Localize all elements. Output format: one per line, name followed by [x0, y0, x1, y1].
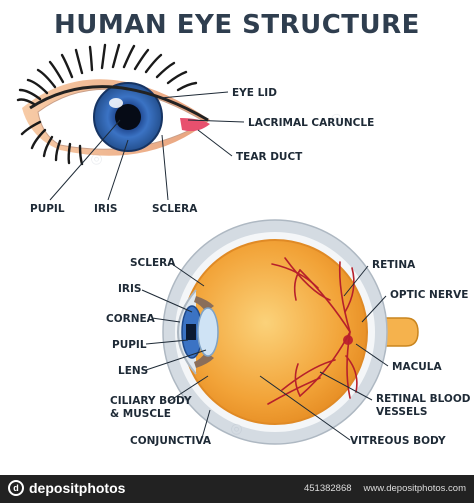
- label-eye-lid: EYE LID: [232, 87, 277, 99]
- label-vitreous-body: VITREOUS BODY: [350, 435, 446, 447]
- upper-lid-line: [29, 85, 209, 122]
- footer-logo[interactable]: d depositphotos: [8, 480, 125, 496]
- label-tear-duct: TEAR DUCT: [236, 151, 303, 163]
- site-url[interactable]: www.depositphotos.com: [363, 483, 466, 494]
- pupil-section-shape: [186, 324, 196, 340]
- label-retinal-2: VESSELS: [376, 406, 427, 418]
- eye-highlight: [109, 98, 123, 108]
- label-ciliary-1: CILIARY BODY: [110, 395, 192, 407]
- external-eye: [16, 43, 210, 166]
- tear-duct-shape: [180, 118, 210, 132]
- logo-icon: d: [8, 480, 24, 496]
- label-conjunctiva: CONJUNCTIVA: [130, 435, 212, 447]
- footer-meta: 451382868 www.depositphotos.com: [304, 483, 466, 494]
- eye-cross-section: [162, 219, 419, 445]
- footer-bar: d depositphotos 451382868 www.depositpho…: [0, 475, 474, 503]
- image-id: 451382868: [303, 483, 352, 494]
- label-iris-ext: IRIS: [94, 203, 117, 215]
- label-sclera-sec: SCLERA: [130, 257, 176, 269]
- label-retinal-1: RETINAL BLOOD: [376, 393, 471, 405]
- label-optic-nerve: OPTIC NERVE: [390, 289, 468, 301]
- label-ciliary-2: & MUSCLE: [110, 408, 171, 420]
- lens-shape: [197, 307, 219, 357]
- retinal-vessels: [267, 257, 358, 405]
- label-macula: MACULA: [392, 361, 442, 373]
- section-leader-lines: [141, 263, 389, 441]
- label-cornea: CORNEA: [106, 313, 156, 325]
- label-pupil-ext: PUPIL: [30, 203, 65, 215]
- label-pupil-sec: PUPIL: [112, 339, 147, 351]
- label-lacrimal-caruncle: LACRIMAL CARUNCLE: [248, 117, 374, 129]
- pupil-shape: [115, 104, 141, 130]
- macula-shape: [343, 335, 353, 345]
- external-leader-lines: [49, 91, 245, 201]
- logo-text: depositphotos: [29, 480, 126, 496]
- label-iris-sec: IRIS: [118, 283, 141, 295]
- label-sclera-ext: SCLERA: [152, 203, 198, 215]
- label-retina: RETINA: [372, 259, 416, 271]
- eyelashes: [16, 43, 198, 166]
- page-title: HUMAN EYE STRUCTURE: [54, 10, 420, 40]
- label-lens: LENS: [118, 365, 148, 377]
